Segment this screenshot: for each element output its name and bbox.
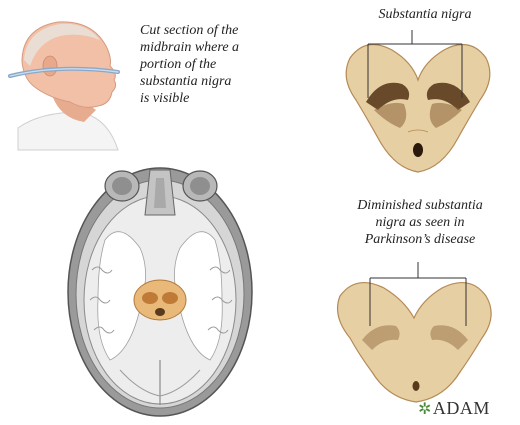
caption-cut-section: Cut section of the midbrain where a port… <box>140 22 320 107</box>
brain-axial-section <box>68 168 252 416</box>
adam-logo: ✲ADAM <box>418 398 490 419</box>
caption-diminished-substantia-nigra: Diminished substantia nigra as seen in P… <box>325 197 515 248</box>
head-profile <box>10 22 118 150</box>
logo-text: ADAM <box>433 398 490 418</box>
caption-substantia-nigra: Substantia nigra <box>340 6 510 23</box>
midbrain-section-diminished <box>338 283 492 402</box>
leaf-icon: ✲ <box>418 401 432 418</box>
